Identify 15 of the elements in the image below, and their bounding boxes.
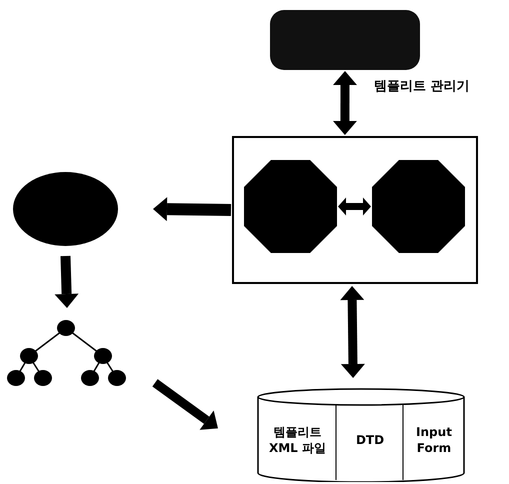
manager-label: 템플리트 관리기 (374, 79, 470, 95)
arrow (54, 256, 79, 308)
rounded-box (270, 10, 420, 70)
cell-label: DTD (356, 432, 384, 448)
double-arrow (340, 286, 365, 378)
manager-box (232, 136, 478, 284)
ellipse (13, 172, 118, 246)
cell-label: Input Form (415, 424, 453, 456)
double-arrow (338, 198, 371, 216)
arrow (153, 197, 232, 222)
cell-label: 템플리트 XML 파일 (268, 424, 328, 456)
octagon (244, 160, 337, 253)
octagon (372, 160, 465, 253)
double-arrow (332, 71, 357, 135)
arrow (152, 379, 218, 430)
